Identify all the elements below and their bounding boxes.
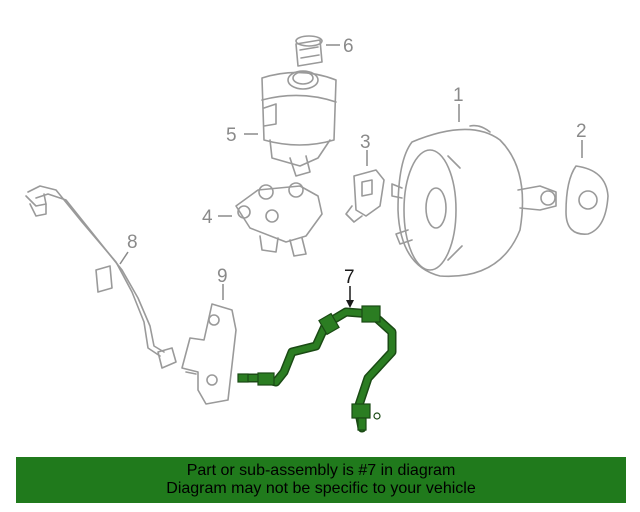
callout-9[interactable]: 9 [217, 266, 228, 287]
parts-diagram: 6 5 4 3 [25, 35, 609, 433]
callout-2[interactable]: 2 [576, 121, 587, 142]
part-4-master-cylinder[interactable] [235, 182, 323, 257]
part-9-bracket[interactable] [181, 303, 237, 405]
part-5-reservoir[interactable] [261, 70, 337, 177]
part-6-reservoir-cap[interactable] [295, 35, 323, 67]
callout-5[interactable]: 5 [226, 125, 237, 146]
part-2-gasket[interactable] [565, 165, 609, 235]
banner-line-1: Part or sub-assembly is #7 in diagram [186, 462, 456, 479]
part-7-vacuum-hose-assembly[interactable] [237, 305, 397, 433]
leader-8 [119, 251, 129, 265]
callout-4[interactable]: 4 [202, 207, 213, 228]
info-banner: Part or sub-assembly is #7 in diagram Di… [16, 457, 626, 503]
callout-3[interactable]: 3 [360, 132, 371, 153]
callout-7[interactable]: 7 [344, 267, 355, 288]
callout-1[interactable]: 1 [453, 85, 464, 106]
leader-7-arrow [346, 300, 354, 308]
part-3-sensor[interactable] [345, 169, 385, 223]
callout-8[interactable]: 8 [127, 232, 138, 253]
part-1-brake-booster[interactable] [391, 124, 557, 278]
banner-line-2: Diagram may not be specific to your vehi… [166, 480, 476, 497]
callout-6[interactable]: 6 [343, 36, 354, 57]
part-8-vacuum-hose[interactable] [25, 185, 177, 369]
